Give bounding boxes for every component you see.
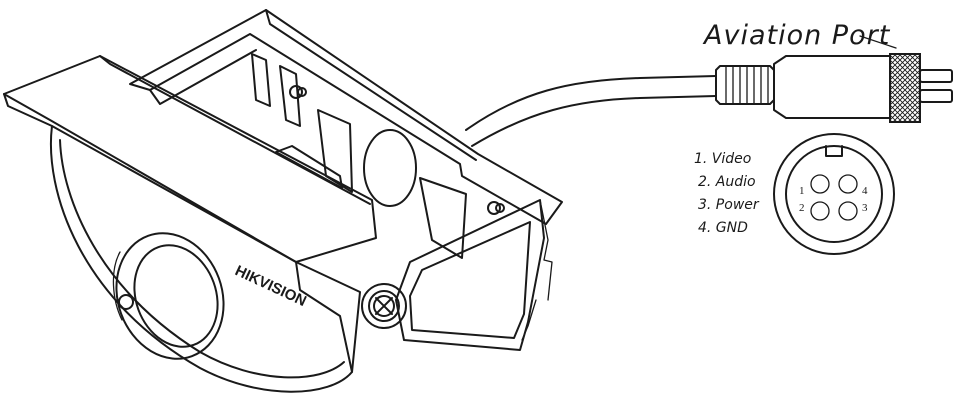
- cable: [465, 75, 717, 147]
- title-leader-line: [859, 35, 897, 49]
- connector-body: [773, 55, 891, 119]
- pin-number-2: 2: [799, 202, 805, 214]
- connector-pins: [919, 65, 953, 109]
- pinout-face: 1 2 4 3: [773, 133, 895, 255]
- pin-number-3: 3: [862, 202, 868, 214]
- pin-legend: 1. Video 2. Audio 3. Power 4. GND: [694, 151, 760, 236]
- aviation-port-title: Aviation Port: [702, 20, 891, 51]
- pin-socket-1: [810, 174, 830, 194]
- pin-legend-item: 1. Video: [694, 151, 751, 167]
- pin-socket-2: [810, 201, 830, 221]
- pin-number-4: 4: [862, 185, 868, 197]
- pin-legend-item: 4. GND: [698, 220, 748, 236]
- camera-visor: [3, 55, 377, 263]
- mounting-bolt: [361, 283, 407, 329]
- mounting-bracket: [129, 9, 563, 351]
- camera-housing: [50, 125, 361, 393]
- pin-legend-item: 2. Audio: [698, 174, 756, 190]
- camera-lens: [112, 232, 225, 360]
- knurled-nut: [889, 53, 921, 123]
- pin-socket-4: [838, 174, 858, 194]
- pin-socket-3: [838, 201, 858, 221]
- aviation-connector: [715, 53, 953, 123]
- camera-body: HIKVISION: [3, 9, 563, 393]
- pin-number-1: 1: [799, 185, 805, 197]
- strain-relief: [715, 65, 775, 105]
- pin-legend-item: 3. Power: [698, 197, 760, 213]
